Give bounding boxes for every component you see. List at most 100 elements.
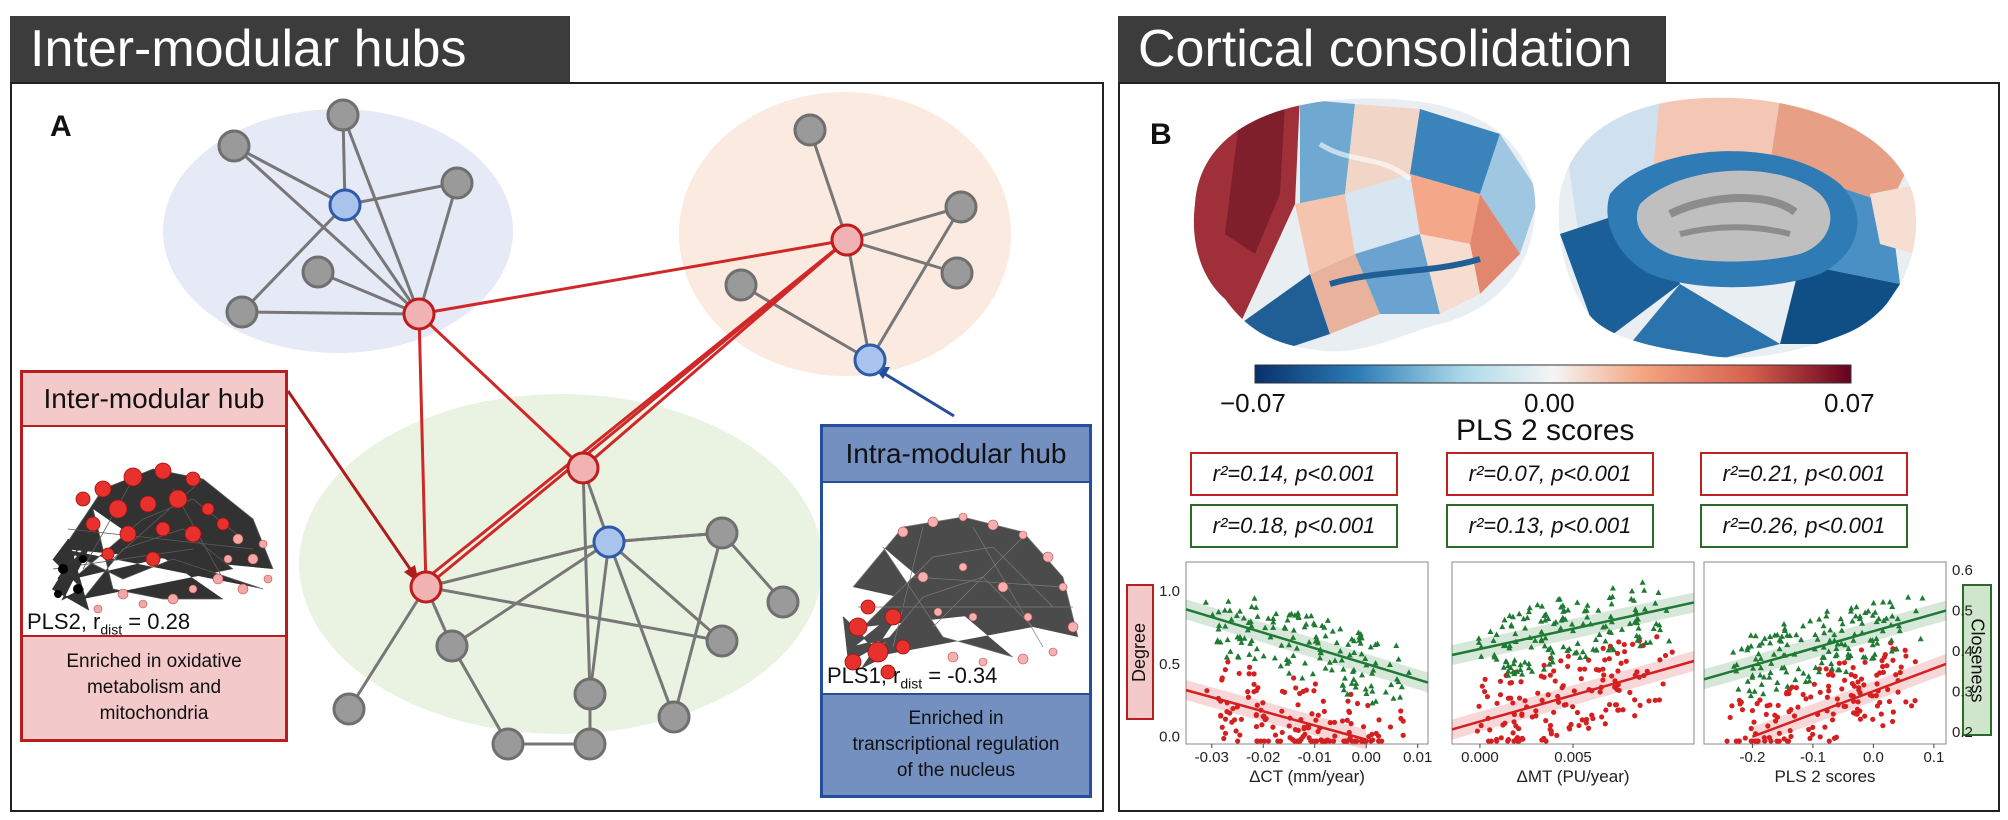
closeness-point	[1781, 627, 1788, 634]
closeness-point	[1501, 616, 1508, 623]
closeness-point	[1896, 627, 1903, 634]
closeness-point	[1547, 644, 1554, 651]
closeness-point	[1784, 632, 1791, 638]
closeness-point	[1369, 699, 1376, 706]
closeness-point	[1839, 620, 1846, 627]
degree-point	[1245, 689, 1251, 695]
closeness-point	[1525, 660, 1532, 667]
y2-tick-label: 0.4	[1952, 643, 1973, 660]
x-axis-label: ΔCT (mm/year)	[1249, 767, 1365, 786]
degree-point	[1616, 639, 1622, 645]
degree-point	[1281, 689, 1288, 695]
node	[491, 727, 525, 761]
degree-point	[1547, 726, 1553, 732]
plot-frame	[1451, 561, 1695, 745]
degree-point	[1890, 657, 1896, 663]
closeness-point	[1798, 636, 1805, 643]
closeness-point	[1875, 615, 1882, 622]
closeness-point	[1372, 659, 1379, 666]
closeness-point	[1889, 612, 1896, 619]
degree-point	[1825, 672, 1832, 678]
intra-hub-node	[328, 188, 362, 222]
closeness-point	[1340, 682, 1347, 688]
closeness-point	[1303, 613, 1310, 619]
degree-point	[1826, 688, 1832, 694]
closeness-point	[1657, 626, 1664, 633]
degree-point	[1578, 676, 1584, 682]
degree-point	[1354, 700, 1361, 707]
closeness-point	[1781, 620, 1788, 627]
degree-point	[1343, 738, 1350, 744]
closeness-point	[1806, 677, 1813, 684]
closeness-point	[1845, 651, 1852, 657]
closeness-point	[1564, 606, 1571, 613]
degree-point	[1803, 696, 1809, 702]
degree-point	[1539, 697, 1545, 703]
closeness-point	[1795, 665, 1802, 672]
degree-point	[1541, 662, 1547, 668]
closeness-point	[1874, 640, 1881, 646]
closeness-point	[1328, 666, 1335, 673]
degree-point	[1315, 728, 1321, 735]
closeness-point	[1845, 645, 1852, 652]
closeness-point	[1370, 667, 1377, 673]
degree-point	[1236, 670, 1242, 677]
degree-point	[1482, 676, 1488, 682]
closeness-point	[1260, 652, 1267, 659]
degree-point	[1843, 703, 1849, 709]
degree-point	[1302, 731, 1308, 737]
degree-point	[1854, 706, 1861, 712]
closeness-point	[1525, 664, 1532, 671]
closeness-point	[1241, 635, 1248, 641]
node	[944, 190, 978, 224]
closeness-point	[1758, 681, 1765, 687]
degree-point	[1291, 738, 1298, 744]
degree-point	[1255, 685, 1261, 691]
closeness-point	[1647, 639, 1654, 645]
closeness-point	[1602, 637, 1609, 644]
degree-point	[1293, 685, 1299, 691]
closeness-point	[1329, 628, 1336, 634]
closeness-point	[1747, 632, 1754, 638]
closeness-fit-line	[1451, 601, 1695, 657]
degree-point	[1275, 738, 1281, 744]
closeness-point	[1827, 626, 1834, 633]
closeness-point	[1514, 668, 1521, 674]
closeness-point	[1337, 625, 1344, 632]
degree-point	[1511, 719, 1517, 725]
closeness-point	[1503, 658, 1510, 665]
degree-point	[1855, 699, 1861, 705]
degree-point	[1824, 694, 1830, 700]
degree-point	[1516, 695, 1523, 701]
closeness-point	[1386, 661, 1393, 667]
intra-modular-hub-box: Intra-modular hub PLS1, rdist = -0.34 En…	[820, 424, 1092, 798]
closeness-point	[1517, 666, 1524, 672]
closeness-point	[1608, 600, 1615, 607]
degree-point	[1795, 704, 1801, 710]
closeness-point	[1278, 642, 1285, 648]
degree-point	[1830, 711, 1836, 717]
degree-point	[1826, 738, 1832, 744]
closeness-point	[1478, 653, 1485, 659]
degree-point	[1903, 653, 1909, 659]
closeness-point	[1475, 639, 1482, 645]
closeness-point	[1873, 635, 1880, 642]
degree-point	[1230, 705, 1236, 712]
degree-point	[1518, 679, 1524, 685]
closeness-point	[1549, 658, 1556, 665]
degree-point	[1772, 712, 1778, 718]
closeness-point	[1577, 654, 1584, 660]
degree-point	[1519, 711, 1525, 717]
degree-point	[1882, 652, 1888, 658]
intra-hub-description: Enriched in transcriptional regulation o…	[823, 693, 1089, 795]
degree-point	[1481, 688, 1488, 695]
degree-point	[1400, 718, 1406, 724]
closeness-point	[1767, 633, 1774, 640]
degree-point	[1566, 726, 1573, 732]
closeness-point	[1774, 679, 1781, 686]
degree-point	[1309, 711, 1315, 717]
node	[573, 727, 607, 761]
closeness-point	[1271, 654, 1278, 661]
closeness-point	[1642, 639, 1649, 646]
closeness-point	[1308, 612, 1315, 619]
